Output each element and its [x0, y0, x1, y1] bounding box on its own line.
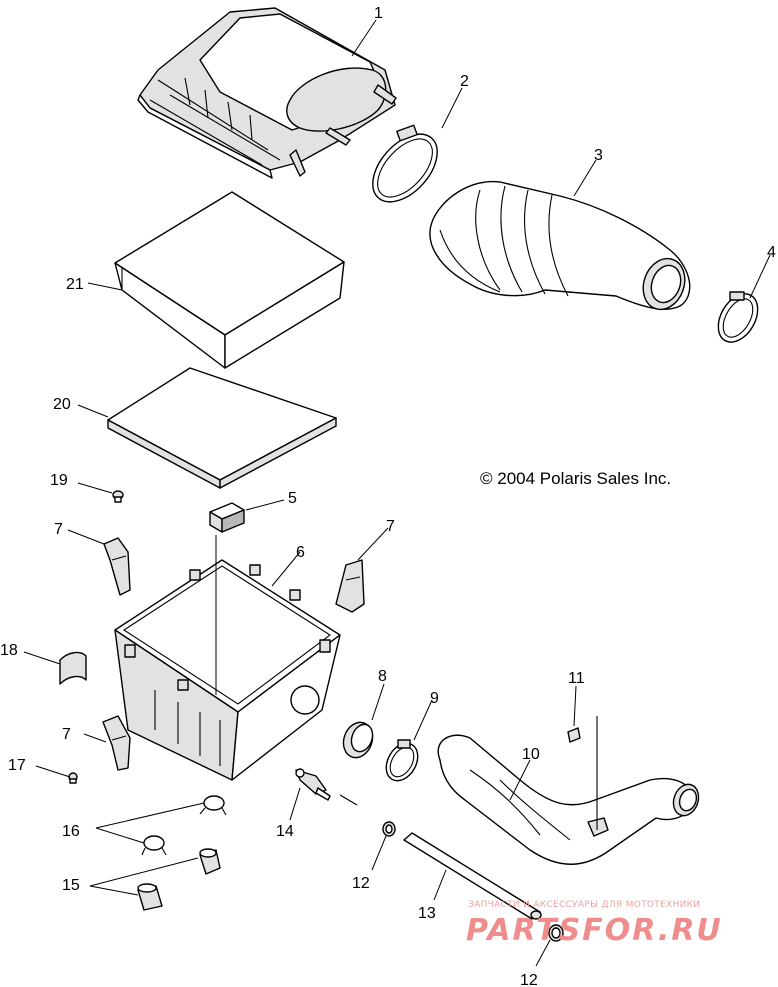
callout-11: 11 — [568, 670, 585, 687]
callout-9: 9 — [430, 690, 439, 707]
drain-tube — [403, 832, 542, 920]
callout-18: 18 — [0, 642, 18, 659]
band-18 — [59, 651, 87, 685]
clip-7b — [335, 559, 365, 613]
watermark-brand: PARTSFOR.RU — [466, 913, 723, 948]
callout-17: 17 — [8, 757, 26, 774]
callout-21: 21 — [66, 276, 84, 293]
callout-12-upper: 12 — [352, 875, 370, 892]
airbox-base — [114, 559, 341, 781]
callout-10: 10 — [522, 746, 540, 763]
callout-15: 15 — [62, 877, 80, 894]
clip-11 — [567, 716, 598, 830]
cap-15a — [199, 848, 221, 875]
callout-7-right: 7 — [386, 518, 395, 535]
callout-12-lower: 12 — [520, 972, 538, 987]
callout-16: 16 — [62, 823, 80, 840]
drain-valve — [295, 768, 358, 806]
clip-7c — [102, 715, 131, 771]
callout-7-left-bottom: 7 — [62, 726, 71, 743]
callout-8: 8 — [378, 668, 387, 685]
clip-7a — [103, 537, 131, 596]
grommet — [342, 721, 374, 759]
callout-7-left-top: 7 — [54, 521, 63, 538]
callout-14: 14 — [276, 823, 294, 840]
callout-5: 5 — [288, 490, 297, 507]
leader-lines — [23, 19, 771, 967]
callout-19: 19 — [50, 472, 68, 489]
callout-4: 4 — [767, 244, 776, 261]
foam-block — [209, 502, 245, 533]
screw-17 — [68, 772, 78, 784]
intake-tube — [437, 734, 700, 865]
callouts: 1 2 3 4 21 20 19 5 6 7 7 18 7 17 8 9 10 … — [0, 5, 776, 987]
hose-clamp-9 — [385, 739, 419, 782]
callout-13: 13 — [418, 905, 436, 922]
callout-20: 20 — [53, 396, 71, 413]
intake-boot — [429, 180, 691, 311]
spring-clip-16a — [199, 795, 227, 816]
copyright-notice: © 2004 Polaris Sales Inc. — [480, 469, 671, 488]
airbox-cover — [137, 7, 397, 179]
callout-1: 1 — [374, 5, 383, 22]
watermark-tagline: ЗАПЧАСТИ И АКСЕССУАРЫ ДЛЯ МОТОТЕХНИКИ — [468, 900, 700, 910]
cap-15b — [137, 883, 163, 911]
filter-prescreen — [107, 367, 337, 489]
spring-clip-16b — [141, 835, 167, 856]
callout-6: 6 — [296, 544, 305, 561]
screw-19 — [112, 490, 124, 503]
callout-2: 2 — [460, 73, 469, 90]
hose-clip-12a — [382, 821, 396, 837]
hose-clamp-4 — [717, 291, 759, 343]
watermark: ЗАПЧАСТИ И АКСЕССУАРЫ ДЛЯ МОТОТЕХНИКИ PA… — [466, 900, 723, 948]
callout-3: 3 — [594, 147, 603, 164]
hose-clip-12b — [548, 924, 564, 942]
hose-clamp-2 — [372, 124, 438, 203]
air-filter — [114, 191, 345, 369]
